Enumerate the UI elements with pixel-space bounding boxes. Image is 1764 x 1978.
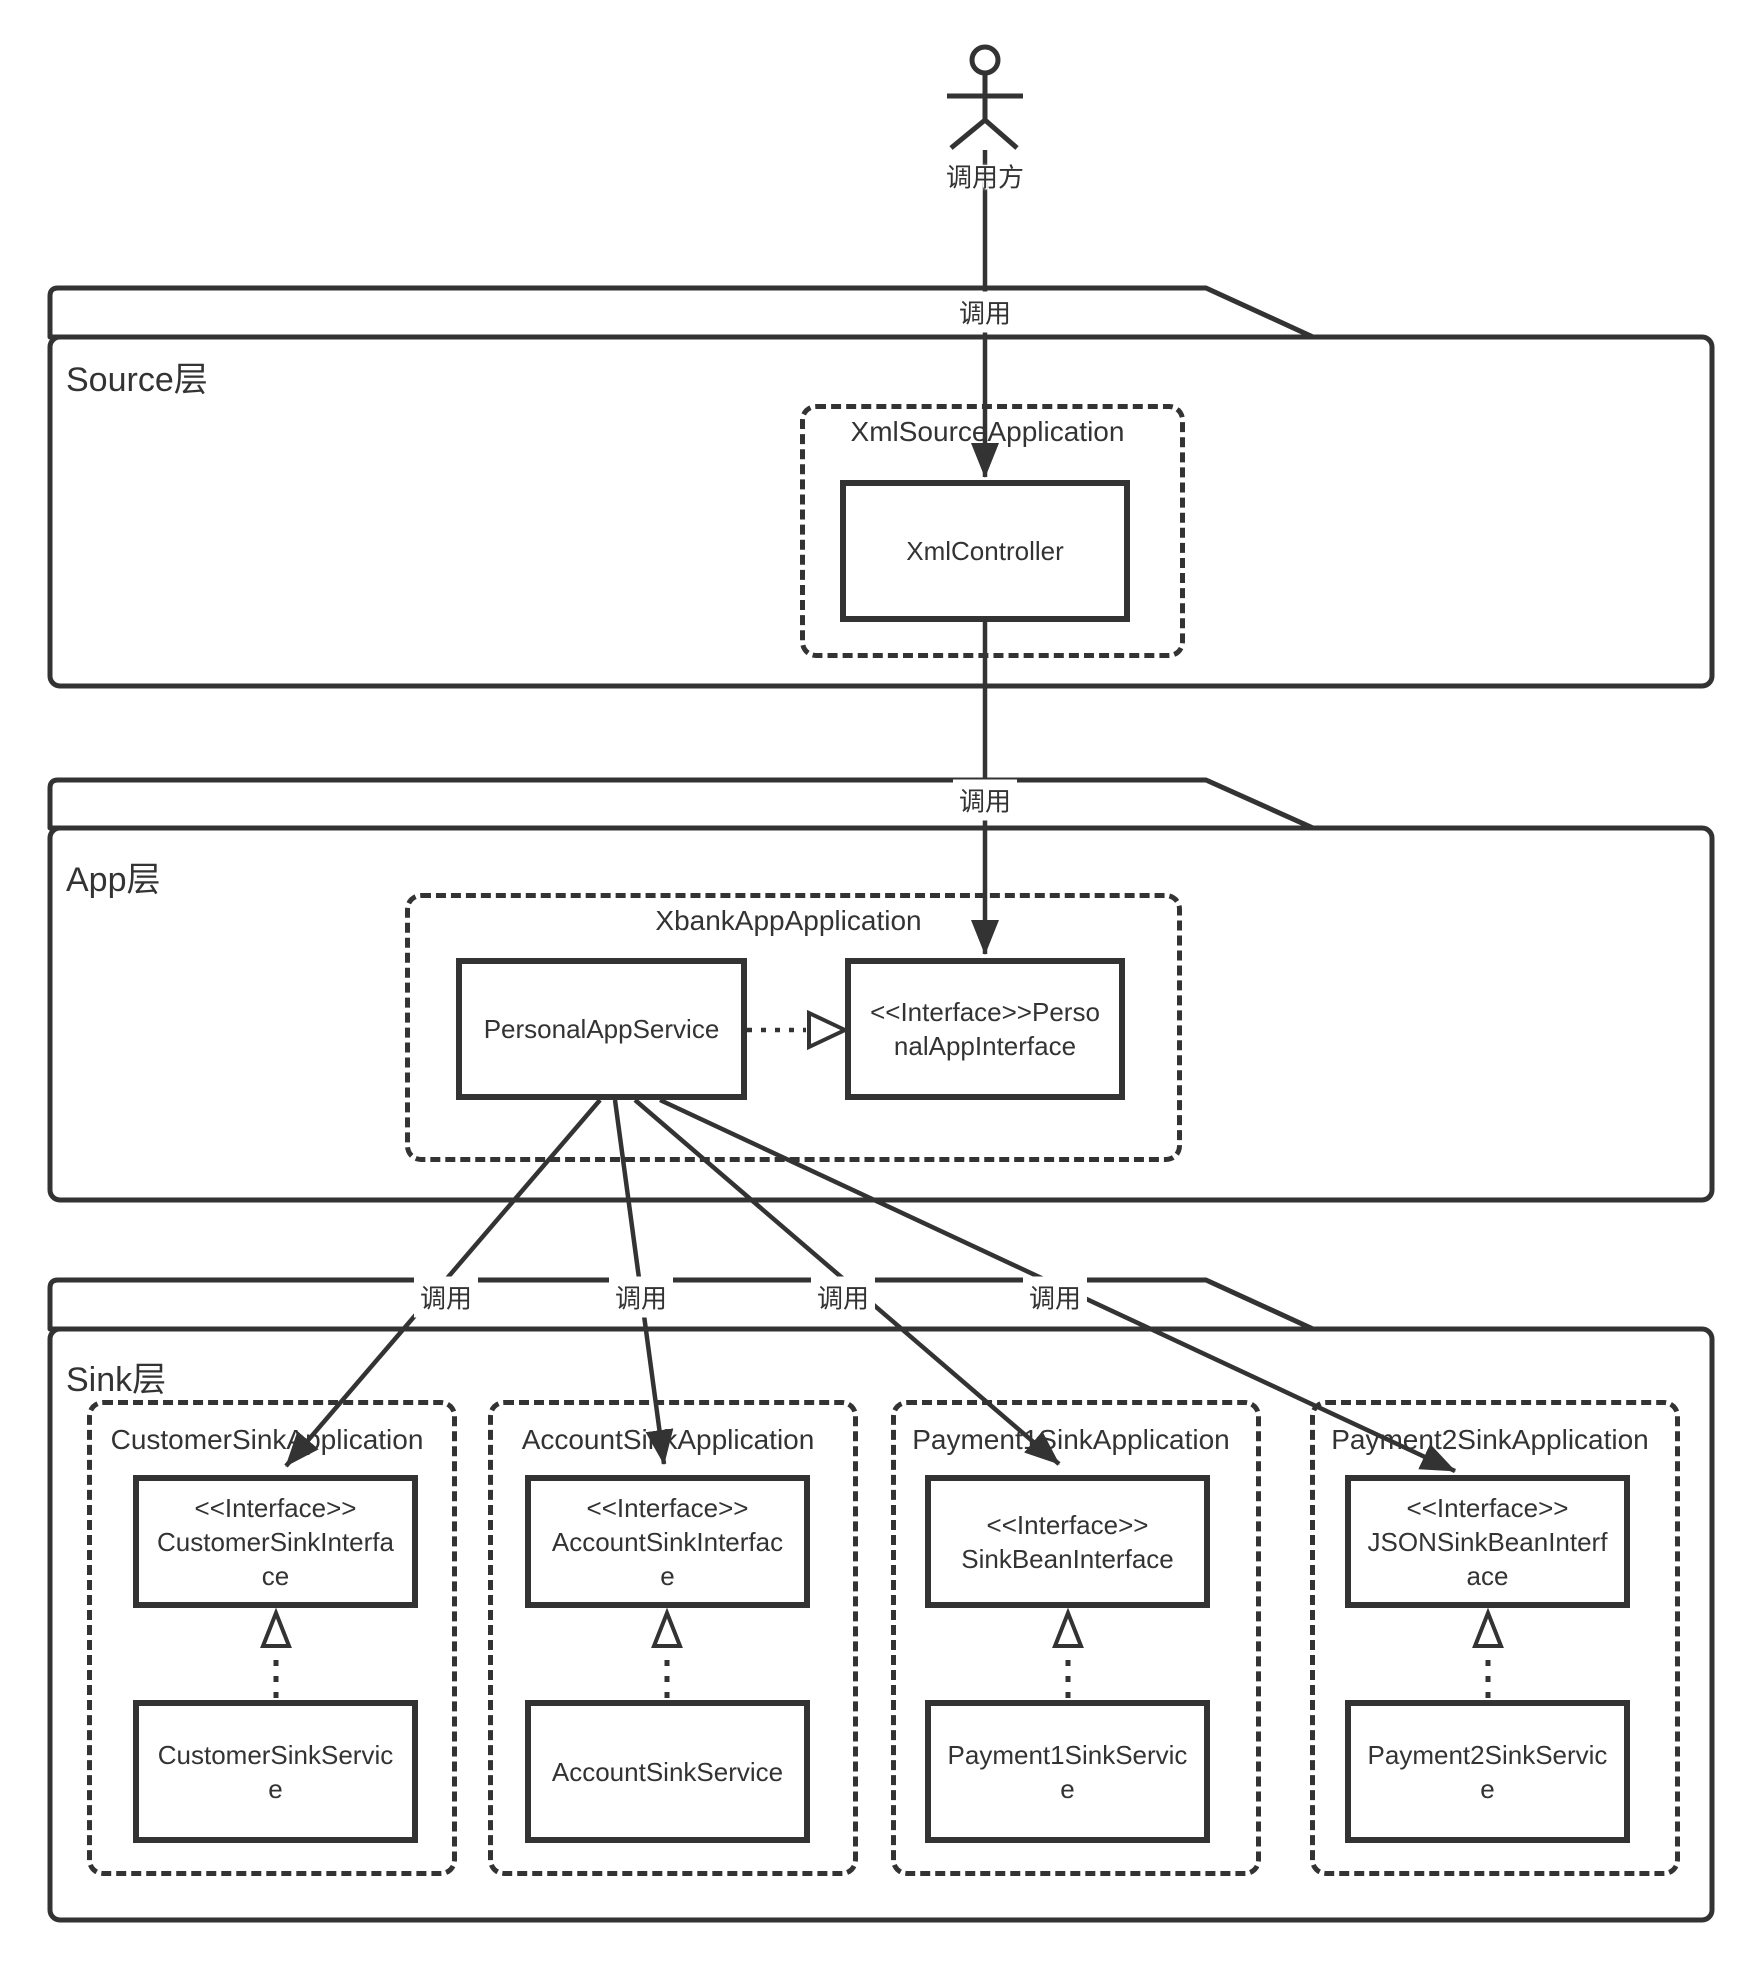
layer-title-sink: Sink层 <box>66 1361 167 1399</box>
call-label-sink-2: 调用 <box>608 1276 674 1318</box>
class-label-sinkbeaninterface: <<Interface>> SinkBeanInterface <box>961 1509 1174 1574</box>
class-label-personalappinterface: <<Interface>>Perso nalAppInterface <box>870 997 1100 1061</box>
class-label-accountsinkinterface: <<Interface>> AccountSinkInterfac e <box>551 1492 784 1591</box>
class-box-payment2sinkservice: Payment2SinkServic e <box>1345 1700 1630 1843</box>
realization-customersinkservice <box>260 1607 292 1698</box>
actor-label: 调用方 <box>945 162 1025 193</box>
class-label-accountsinkservice: AccountSinkService <box>551 1756 784 1787</box>
class-label-xmlcontroller: XmlController <box>906 536 1064 566</box>
container-label-xml-source-application: XmlSourceApplication <box>850 416 1125 447</box>
container-payment1-sink-application <box>891 1400 1261 1876</box>
realization-payment2sinkservice <box>1472 1607 1504 1698</box>
class-box-sinkbeaninterface: <<Interface>> SinkBeanInterface <box>925 1475 1210 1608</box>
class-label-jsonsinkbeaninterface: <<Interface>> JSONSinkBeanInterf ace <box>1367 1492 1608 1591</box>
container-label-xbank-app-application: XbankAppApplication <box>655 905 922 936</box>
container-xbank-app-application <box>405 893 1182 1162</box>
container-label-customer-sink-application: CustomerSinkApplication <box>110 1424 424 1455</box>
class-box-customersinkinterface: <<Interface>> CustomerSinkInterfa ce <box>133 1475 418 1608</box>
container-account-sink-application <box>488 1400 858 1876</box>
realization-payment1sinkservice <box>1052 1607 1084 1698</box>
class-box-customersinkservice: CustomerSinkServic e <box>133 1700 418 1843</box>
realization-accountsinkservice <box>651 1607 683 1698</box>
class-box-personalappservice: PersonalAppService <box>456 958 747 1100</box>
container-payment2-sink-application <box>1310 1400 1680 1876</box>
container-xml-source-application <box>800 404 1185 658</box>
container-label-payment1-sink-application: Payment1SinkApplication <box>912 1424 1230 1455</box>
call-label-source: 调用 <box>952 291 1018 333</box>
call-label-sink-3: 调用 <box>810 1276 876 1318</box>
class-label-personalappservice: PersonalAppService <box>483 1014 720 1044</box>
call-label-sink-4: 调用 <box>1022 1276 1088 1318</box>
class-box-jsonsinkbeaninterface: <<Interface>> JSONSinkBeanInterf ace <box>1345 1475 1630 1608</box>
class-box-accountsinkservice: AccountSinkService <box>525 1700 810 1843</box>
container-customer-sink-application <box>87 1400 457 1876</box>
class-box-accountsinkinterface: <<Interface>> AccountSinkInterfac e <box>525 1475 810 1608</box>
layer-title-app: App层 <box>66 861 161 899</box>
realization-personalappservice <box>747 1009 850 1051</box>
class-label-customersinkinterface: <<Interface>> CustomerSinkInterfa ce <box>157 1492 394 1591</box>
class-box-personalappinterface: <<Interface>>Perso nalAppInterface <box>845 958 1125 1100</box>
class-label-payment1sinkservice: Payment1SinkServic e <box>947 1739 1188 1804</box>
layer-title-source: Source层 <box>66 361 208 399</box>
actor-icon <box>947 44 1023 150</box>
class-box-xmlcontroller: XmlController <box>840 480 1130 622</box>
call-label-app: 调用 <box>952 779 1018 821</box>
class-label-customersinkservice: CustomerSinkServic e <box>157 1739 394 1804</box>
call-label-sink-1: 调用 <box>413 1276 479 1318</box>
class-label-payment2sinkservice: Payment2SinkServic e <box>1367 1739 1608 1804</box>
class-box-payment1sinkservice: Payment1SinkServic e <box>925 1700 1210 1843</box>
